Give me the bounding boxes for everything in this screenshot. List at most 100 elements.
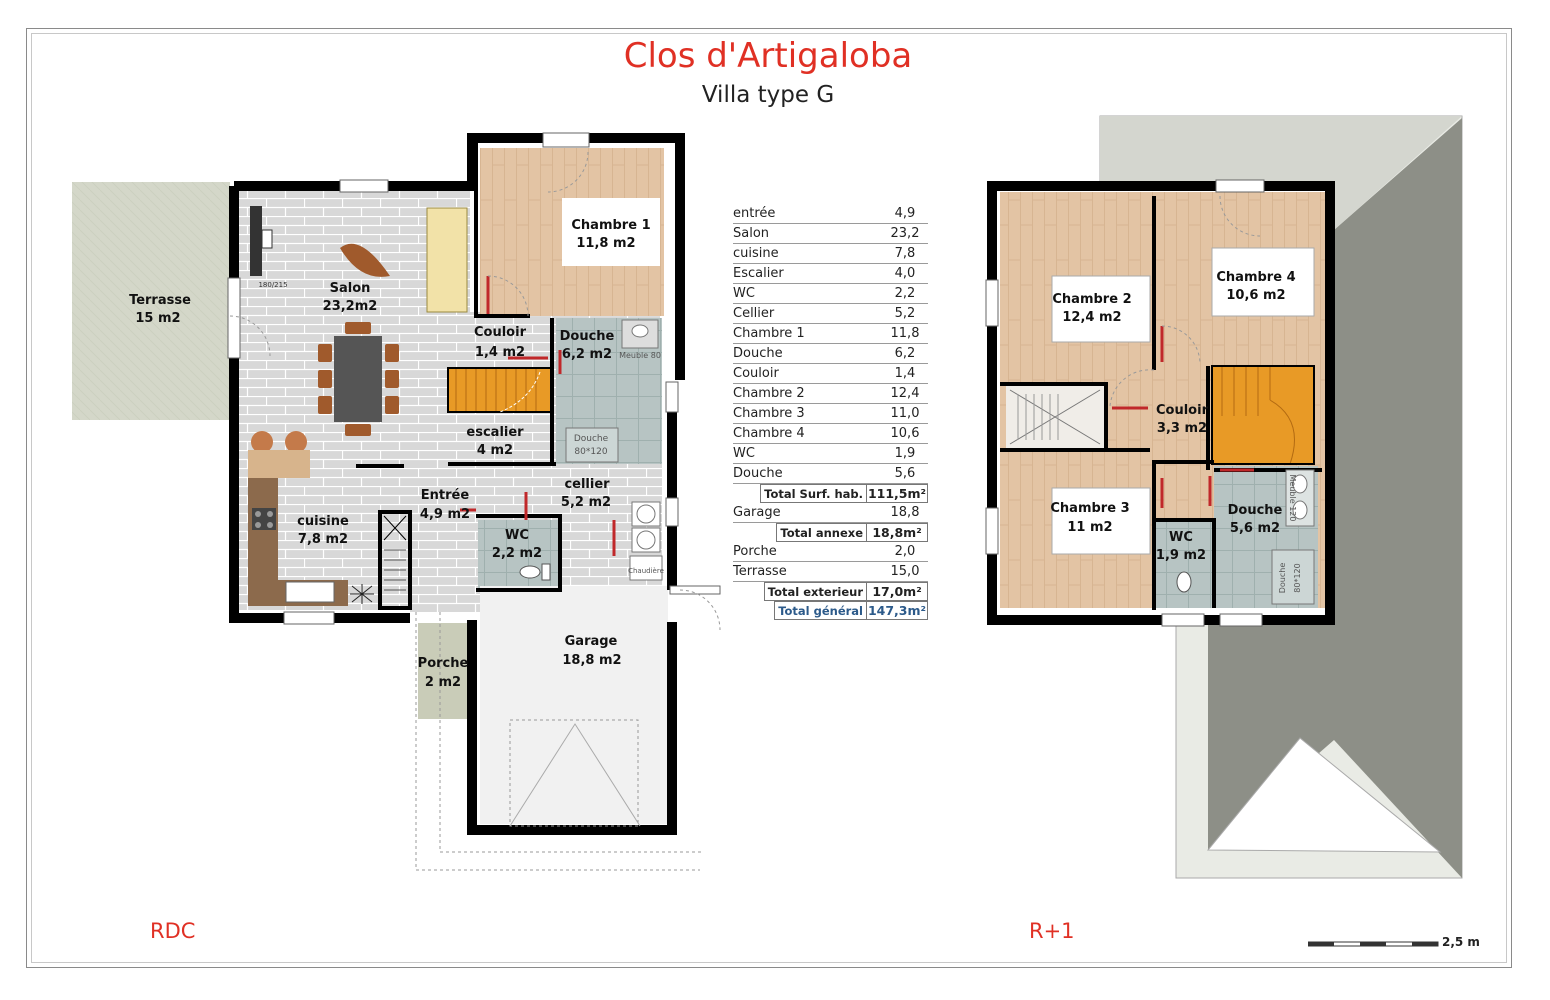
- surface-row: Garage 18,8: [733, 503, 928, 523]
- surface-row: Salon 23,2: [733, 224, 928, 244]
- couloir-area: 1,4 m2: [475, 345, 525, 360]
- chambre1-area: 11,8 m2: [576, 236, 635, 251]
- surface-row: Porche 2,0: [733, 542, 928, 562]
- staircase: [447, 367, 553, 413]
- surface-row-value: 15,0: [890, 564, 920, 579]
- surface-row-value: 18,8: [890, 505, 920, 520]
- chambre3-name: Chambre 3: [1050, 501, 1129, 516]
- surface-row-value: 11,0: [890, 406, 920, 421]
- chambre4-area: 10,6 m2: [1226, 288, 1285, 303]
- ground-floor-plan: Terrasse 15 m2 Salon 23,2m2 Chambre 1 11…: [72, 132, 721, 871]
- inner-frame: [31, 33, 1507, 963]
- surface-row: Escalier 4,0: [733, 264, 928, 284]
- meuble-label: Meuble 80: [619, 351, 661, 360]
- porche-area: 2 m2: [425, 675, 461, 690]
- surface-row-value: 2,2: [894, 286, 916, 301]
- total-hab-value: 111,5m²: [866, 484, 928, 503]
- surface-row-value: 12,4: [890, 386, 920, 401]
- surface-row: Cellier 5,2: [733, 304, 928, 324]
- outer-frame: [26, 28, 1512, 968]
- douche-r1-fixture-label: Douche: [1278, 563, 1287, 594]
- chaudiere-label: Chaudière: [628, 567, 664, 575]
- window-size-label: 180/215: [258, 281, 287, 289]
- surface-row-label: cuisine: [733, 246, 779, 261]
- cellier-name: cellier: [564, 477, 610, 492]
- wc-area: 2,2 m2: [492, 546, 542, 561]
- surface-row-label: Cellier: [733, 306, 775, 321]
- wc-r1-name: WC: [1169, 530, 1193, 545]
- surface-row-value: 7,8: [894, 246, 916, 261]
- douche-r1-area: 5,6 m2: [1230, 521, 1280, 536]
- total-ext-label: Total exterieur: [763, 582, 866, 601]
- salon-name: Salon: [330, 281, 371, 296]
- surface-row-value: 11,8: [890, 326, 920, 341]
- surface-row: cuisine 7,8: [733, 244, 928, 264]
- surface-row-label: Chambre 4: [733, 426, 805, 441]
- entree-name: Entrée: [421, 488, 470, 503]
- surface-row-value: 2,0: [894, 544, 916, 559]
- total-general-label: Total général: [774, 601, 866, 620]
- douche-fixture-size: 80*120: [574, 447, 607, 457]
- surface-row-value: 10,6: [890, 426, 920, 441]
- couloir-r1-area: 3,3 m2: [1157, 421, 1207, 436]
- total-ext-value: 17,0m²: [866, 582, 928, 601]
- surface-row-value: 1,4: [894, 366, 916, 381]
- douche-name: Douche: [560, 329, 615, 344]
- surface-row-value: 4,9: [894, 206, 916, 221]
- wc-name: WC: [505, 528, 529, 543]
- escalier-name: escalier: [466, 425, 524, 440]
- scale-bar: 2,5 m: [1308, 935, 1488, 957]
- surface-row-value: 5,6: [894, 466, 916, 481]
- terrasse-area: [72, 182, 230, 420]
- chambre4-name: Chambre 4: [1216, 270, 1295, 285]
- rug: [340, 243, 390, 277]
- surface-row-label: Salon: [733, 226, 770, 241]
- surface-row-label: Couloir: [733, 366, 779, 381]
- roof: [1099, 115, 1463, 879]
- entree-area: 4,9 m2: [420, 507, 470, 522]
- scale-label: 2,5 m: [1442, 935, 1480, 949]
- terrasse-area-value: 15 m2: [135, 311, 180, 326]
- couloir-name: Couloir: [474, 325, 527, 340]
- garage-area: 18,8 m2: [562, 653, 621, 668]
- chambre2-area: 12,4 m2: [1062, 310, 1121, 325]
- douche-r1-name: Douche: [1228, 503, 1283, 518]
- porche-area: [418, 623, 468, 719]
- cuisine-area: 7,8 m2: [298, 532, 348, 547]
- surface-row: Terrasse 15,0: [733, 562, 928, 582]
- cellier-area: 5,2 m2: [561, 495, 611, 510]
- level-label-rdc: RDC: [150, 919, 196, 943]
- wc-r1-area: 1,9 m2: [1156, 548, 1206, 563]
- chambre3-area: 11 m2: [1067, 520, 1112, 535]
- shelf-unit: [426, 207, 468, 313]
- surface-row-label: Chambre 3: [733, 406, 805, 421]
- surface-row-label: WC: [733, 286, 755, 301]
- surface-row-value: 1,9: [894, 446, 916, 461]
- salon-area: 23,2m2: [323, 299, 378, 314]
- surface-row-label: Douche: [733, 466, 783, 481]
- escalier-area: 4 m2: [477, 443, 513, 458]
- surface-row-label: Porche: [733, 544, 777, 559]
- upper-floor-plan: Chambre 2 12,4 m2 Chambre 4 10,6 m2 Coul…: [985, 115, 1463, 879]
- surface-row-value: 4,0: [894, 266, 916, 281]
- couloir-r1-name: Couloir: [1156, 403, 1209, 418]
- surface-row-label: Garage: [733, 505, 781, 520]
- surface-row-value: 23,2: [890, 226, 920, 241]
- meuble-r1-label: Meuble 120: [1288, 475, 1297, 522]
- garage-name: Garage: [565, 634, 618, 649]
- douche-area: 6,2 m2: [562, 347, 612, 362]
- surface-row-value: 5,2: [894, 306, 916, 321]
- surface-row-label: Terrasse: [733, 564, 787, 579]
- porche-name: Porche: [418, 656, 469, 671]
- surface-row: WC 2,2: [733, 284, 928, 304]
- surface-row: Couloir 1,4: [733, 364, 928, 384]
- surface-row-label: Escalier: [733, 266, 784, 281]
- total-hab-label: Total Surf. hab.: [760, 484, 866, 503]
- level-label-r1: R+1: [1029, 919, 1075, 943]
- kitchen-counter: [248, 478, 348, 606]
